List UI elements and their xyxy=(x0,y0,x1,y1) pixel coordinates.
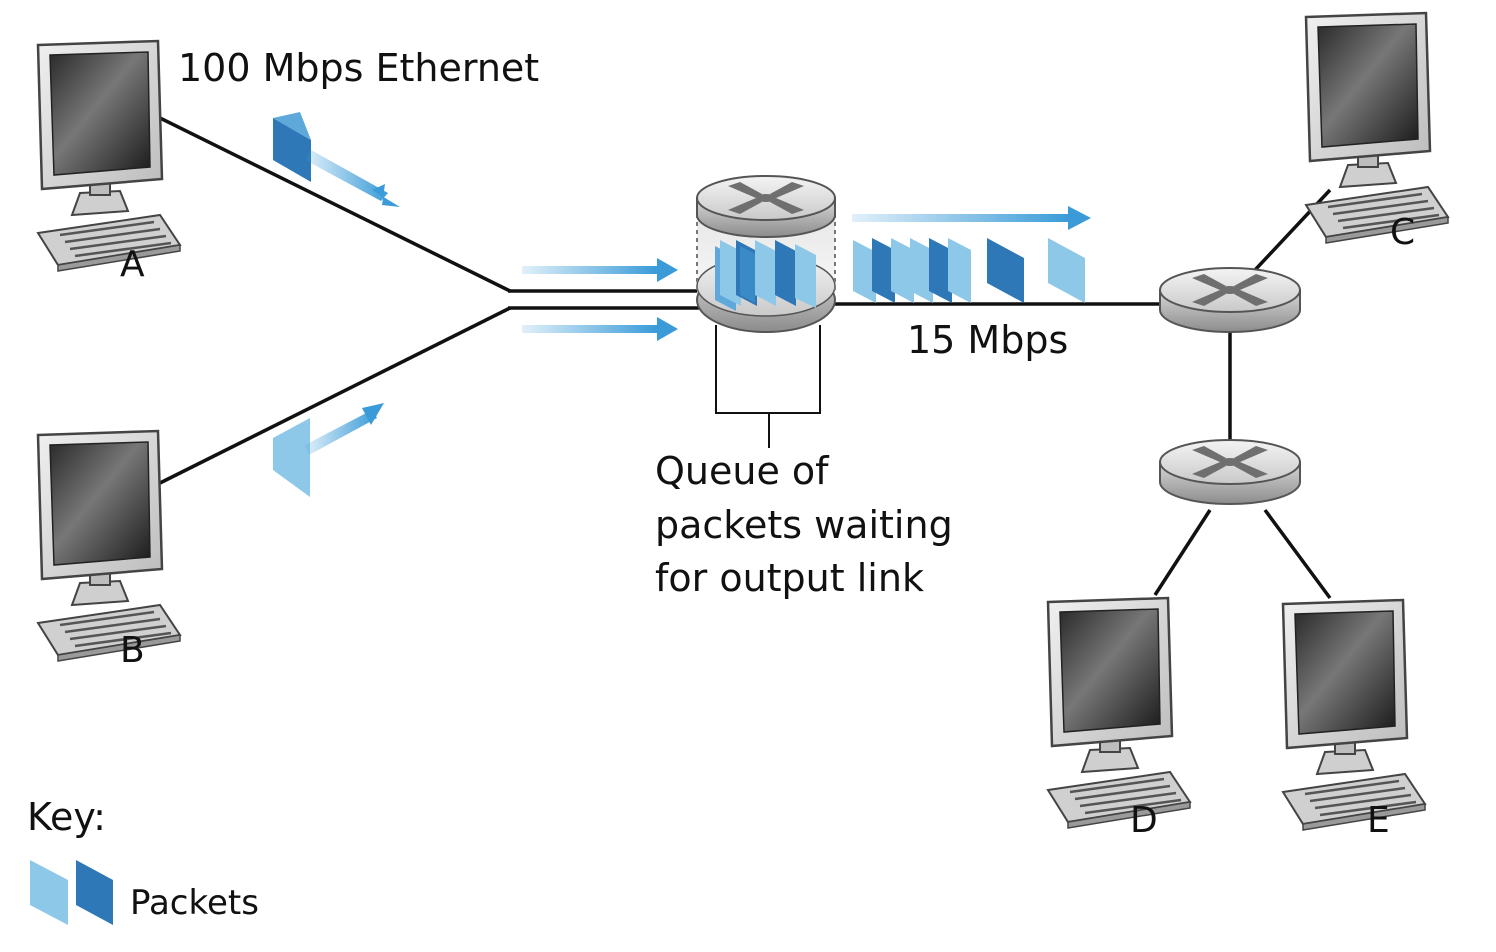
packet-b xyxy=(273,418,310,497)
packet xyxy=(775,240,796,306)
router-icon xyxy=(1159,267,1301,333)
packet xyxy=(987,238,1024,303)
host-b: B xyxy=(36,429,182,671)
key-packet-dark xyxy=(76,860,113,925)
queue-label-line2: packets waiting xyxy=(655,503,953,547)
computer-icon xyxy=(1281,598,1427,832)
router-right-bottom xyxy=(1159,439,1301,505)
packet xyxy=(755,240,776,306)
computer-icon xyxy=(36,39,182,273)
arrow-a-icon xyxy=(305,150,400,207)
queue-bracket xyxy=(715,325,821,448)
link-e xyxy=(1263,508,1332,600)
key-packet-light xyxy=(30,860,68,925)
flow-arrows xyxy=(305,150,1091,455)
packet xyxy=(948,238,971,303)
links xyxy=(159,116,1332,600)
packet xyxy=(736,240,757,306)
host-e: E xyxy=(1281,598,1427,841)
host-c-label: C xyxy=(1390,212,1415,253)
packet xyxy=(891,238,914,303)
packet xyxy=(1048,238,1085,303)
packet xyxy=(929,238,952,303)
packet xyxy=(872,238,895,303)
arrow-out-icon xyxy=(852,206,1091,230)
router-icon xyxy=(1159,439,1301,505)
host-c: C xyxy=(1304,11,1450,253)
computer-icon xyxy=(1304,11,1450,245)
link-b xyxy=(159,306,511,485)
host-a-label: A xyxy=(120,244,145,285)
packet xyxy=(853,240,876,303)
link-c xyxy=(1253,188,1332,272)
packet xyxy=(715,240,741,311)
host-d: D xyxy=(1046,596,1192,841)
link-a xyxy=(159,116,511,293)
computer-icon xyxy=(1046,596,1192,830)
host-e-label: E xyxy=(1367,800,1390,841)
host-b-label: B xyxy=(120,630,145,671)
link-d xyxy=(1153,509,1212,596)
key-packets-label: Packets xyxy=(130,883,259,923)
router-queue xyxy=(696,175,836,333)
queue-label-line1: Queue of xyxy=(655,449,830,493)
key: Key: Packets xyxy=(27,795,259,925)
packet-a xyxy=(273,112,311,182)
arrow-in-bottom-icon xyxy=(522,317,678,341)
queued-packets xyxy=(715,240,816,311)
packet xyxy=(795,244,816,308)
packet xyxy=(910,238,933,303)
output-packets xyxy=(853,238,1085,303)
computer-icon xyxy=(36,429,182,663)
link-packets xyxy=(273,112,1085,497)
output-link-label: 15 Mbps xyxy=(907,318,1068,362)
router-icon xyxy=(728,182,804,214)
host-d-label: D xyxy=(1130,800,1158,841)
host-a: A xyxy=(36,39,182,285)
arrow-in-top-icon xyxy=(522,258,678,282)
ethernet-label: 100 Mbps Ethernet xyxy=(178,46,539,90)
arrow-b-icon xyxy=(305,403,384,455)
key-title: Key: xyxy=(27,795,106,839)
queue-label-line3: for output link xyxy=(655,556,924,600)
router-right-top xyxy=(1159,267,1301,333)
